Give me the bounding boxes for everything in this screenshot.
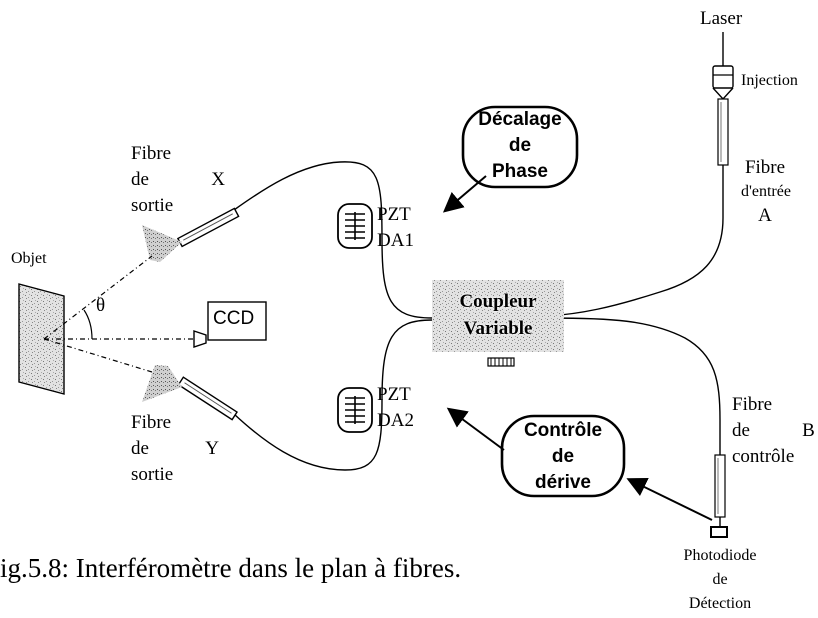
fibre-y-line3: sortie [131,464,174,485]
photodiode-label: Photodiode de Détection [660,544,780,616]
phase-shift-line3: Phase [492,161,548,182]
fibre-x-line1: Fibre [131,143,172,164]
fibre-a-label: Fibre d'entrée A [741,155,791,229]
coupler-line1: Coupleur [459,291,537,312]
light-cone-x [142,225,182,262]
photodiode-line1: Photodiode [683,547,757,564]
coupler-adjuster [487,357,515,367]
coupler-box [432,280,564,352]
drift-control-label: Contrôle de dérive [502,418,624,496]
injection-label: Injection [741,72,798,89]
fibre-b-label: Fibre de B contrôle [732,392,815,470]
drift-control-line1: Contrôle [523,420,603,441]
pzt-da1 [337,203,373,249]
fibre-a-line [547,165,724,317]
ray-y [43,338,153,373]
fibre-y-letter: Y [205,438,219,459]
ray-x [43,255,153,340]
pzt-da2 [337,387,373,433]
photodiode [710,526,728,538]
drift-control-line2: de [551,446,575,467]
pzt-da1-line1: PZT [377,204,411,225]
fibre-b-line2: de [732,420,750,441]
fibre-y-label: Fibre de Y sortie [131,410,219,488]
fibre-b-letter: B [802,420,815,441]
laser-source [712,32,734,101]
pzt-da2-line2: DA2 [377,410,414,431]
phase-shift-line1: Décalage [478,109,562,130]
fibre-b-line1: Fibre [732,394,773,415]
photodiode-line3: Détection [688,595,752,612]
phase-shift-label: Décalage de Phase [463,107,577,185]
pzt-da1-label: PZT DA1 [377,202,414,254]
fibre-a-line2: d'entrée [741,183,791,200]
phase-shift-line2: de [508,135,532,156]
drift-control-line3: dérive [535,472,591,493]
fibre-y-line1: Fibre [131,412,172,433]
fibre-y-end [177,376,238,421]
light-cone-y [142,365,182,402]
fibre-b-line [547,317,721,455]
object-plate [18,283,65,395]
ccd-camera [193,301,267,348]
arrow-drift-to-pzt2 [446,407,505,451]
ccd-label: CCD [213,308,255,329]
laser-label: Laser [700,8,743,29]
fibre-a-line1: Fibre [744,157,786,178]
coupler-line2: Variable [463,318,533,339]
photodiode-line2: de [712,571,728,588]
coupler-label: Coupleur Variable [433,288,563,342]
arrow-phase-to-pzt1 [442,175,487,213]
fibre-b-line3: contrôle [732,446,795,467]
figure-caption: ig.5.8: Interféromètre dans le plan à fi… [0,553,462,583]
fibre-x-line3: sortie [131,195,174,216]
theta-arc [83,309,93,340]
fibre-x-line2: de [131,169,149,190]
drift-control-box [500,414,626,498]
fibre-a-connector [717,98,729,166]
fibre-a-line3: A [758,205,772,226]
theta-label: θ [96,295,106,316]
fibre-x-letter: X [211,169,225,190]
fibre-x-line [233,161,433,319]
pzt-da2-line1: PZT [377,384,411,405]
pzt-da2-label: PZT DA2 [377,382,414,434]
object-label: Objet [11,250,47,267]
phase-shift-box [461,105,579,189]
fibre-x-label: Fibre de X sortie [131,141,225,219]
pzt-da1-line2: DA1 [377,230,414,251]
fibre-y-line2: de [131,438,149,459]
fibre-y-line [233,319,433,471]
arrow-photodiode-to-drift [626,478,713,521]
fibre-b-connector [714,454,726,518]
